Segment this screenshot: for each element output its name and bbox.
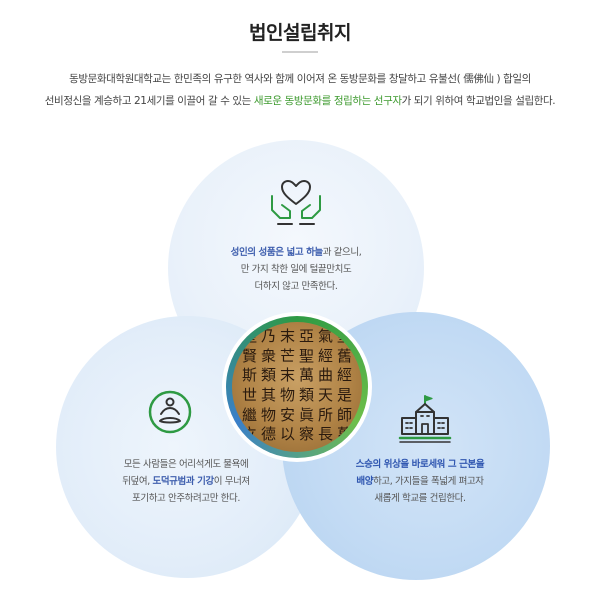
circle-right-text: 스승의 위상을 바로세워 그 근본을 배양하고, 가지들을 폭넓게 펴고자 새롭… [308,456,532,507]
calligraphy-glyph: 賢 [241,346,257,365]
circle-top-line-2: 만 가지 착한 일에 털끝만치도 [240,264,352,275]
circle-top-text: 성인의 성품은 넓고 하늘과 같으니, 만 가지 착한 일에 털끝만치도 더하지… [188,244,404,295]
calligraphy-glyph: 聖 [298,346,314,365]
circle-right-line-2-rest: 하고, 가지들을 폭넓게 펴고자 [373,476,484,487]
circle-right-line-2: 배양하고, 가지들을 폭넓게 펴고자 [308,473,532,490]
circle-right-emphasis-1: 스승의 위상을 바로세워 그 근본을 [355,459,485,470]
meditation-person-icon [148,390,192,434]
circle-top-line-1-rest: 과 같으니, [322,247,362,258]
circle-right-line-3: 새롭게 학교를 건립한다. [374,493,466,504]
calligraphy-glyph: 以 [279,425,295,444]
calligraphy-glyph: 衆 [260,346,276,365]
calligraphy-glyph: 天 [317,385,333,404]
intro-line-2-end: 가 되기 위하여 학교법인을 설립한다. [401,95,556,107]
circle-left-line-2-start: 뒤덮여, [122,476,153,487]
calligraphy-glyph: 亞 [298,327,314,345]
calligraphy-glyph: 察 [298,425,314,444]
calligraphy-glyph: 類 [260,366,276,385]
calligraphy-glyph: 繼 [241,405,257,424]
circle-right-emphasis-2: 배양 [356,476,374,487]
circle-left-line-3: 포기하고 안주하려고만 한다. [132,493,240,504]
calligraphy-glyph: 師 [336,405,352,424]
calligraphy-glyph: 芒 [279,346,295,365]
circle-top-line-1: 성인의 성품은 넓고 하늘과 같으니, [188,244,404,261]
calligraphy-glyph: 長 [317,425,333,444]
intro-paragraph: 동방문화대학원대학교는 한민족의 유구한 역사와 함께 이어져 온 동방문화를 … [0,68,600,112]
calligraphy-glyph: 安 [279,405,295,424]
calligraphy-glyph: 世 [241,385,257,404]
calligraphy-glyph: 是 [336,385,352,404]
calligraphy-glyph: 物 [260,405,276,424]
calligraphy-glyph: 眞 [298,405,314,424]
calligraphy-glyph: 類 [298,385,314,404]
page-title: 법인설립취지 [249,22,351,44]
circle-top-emphasis: 성인의 성품은 넓고 하늘 [230,247,324,258]
calligraphy-glyph: 所 [317,405,333,424]
calligraphy-text: 聖乃末亞氣聖賢衆芒聖經舊斯類末萬曲經世其物類天是繼物安眞所師立德以察長萬 [232,322,362,452]
calligraphy-glyph: 乃 [260,327,276,345]
title-divider [282,51,318,53]
circle-left-line-1: 모든 사람들은 어리석게도 물욕에 [123,459,249,470]
calligraphy-glyph: 聖 [336,327,352,345]
circle-left-line-2-end: 이 무너져 [213,476,250,487]
calligraphy-glyph: 氣 [317,327,333,345]
calligraphy-glyph: 聖 [241,327,257,345]
school-building-icon [398,394,452,444]
calligraphy-glyph: 末 [279,327,295,345]
intro-line-2-start: 선비정신을 계승하고 21세기를 이끌어 갈 수 있는 [44,95,254,107]
calligraphy-glyph: 萬 [336,425,352,444]
intro-line-2: 선비정신을 계승하고 21세기를 이끌어 갈 수 있는 새로운 동방문화를 정립… [0,90,600,112]
intro-line-1: 동방문화대학원대학교는 한민족의 유구한 역사와 함께 이어져 온 동방문화를 … [69,73,531,85]
calligraphy-glyph: 曲 [317,366,333,385]
circle-top-line-3: 더하지 않고 만족한다. [254,281,338,292]
circle-right-line-1: 스승의 위상을 바로세워 그 근본을 [308,456,532,473]
circle-left-line-2: 뒤덮여, 도덕규범과 기강이 무너져 [78,473,294,490]
calligraphy-glyph: 其 [260,385,276,404]
calligraphy-glyph: 德 [260,425,276,444]
calligraphy-glyph: 立 [241,425,257,444]
intro-highlight: 새로운 동방문화를 정립하는 선구자 [253,95,402,107]
calligraphy-glyph: 經 [336,366,352,385]
calligraphy-glyph: 物 [279,385,295,404]
calligraphy-glyph: 斯 [241,366,257,385]
calligraphy-glyph: 萬 [298,366,314,385]
circle-left-text: 모든 사람들은 어리석게도 물욕에 뒤덮여, 도덕규범과 기강이 무너져 포기하… [78,456,294,507]
hands-heart-icon [268,178,324,226]
circle-left-emphasis: 도덕규범과 기강 [152,476,214,487]
calligraphy-glyph: 末 [279,366,295,385]
calligraphy-image: 聖乃末亞氣聖賢衆芒聖經舊斯類末萬曲經世其物類天是繼物安眞所師立德以察長萬 [232,322,362,452]
calligraphy-glyph: 舊 [336,346,352,365]
calligraphy-glyph: 經 [317,346,333,365]
